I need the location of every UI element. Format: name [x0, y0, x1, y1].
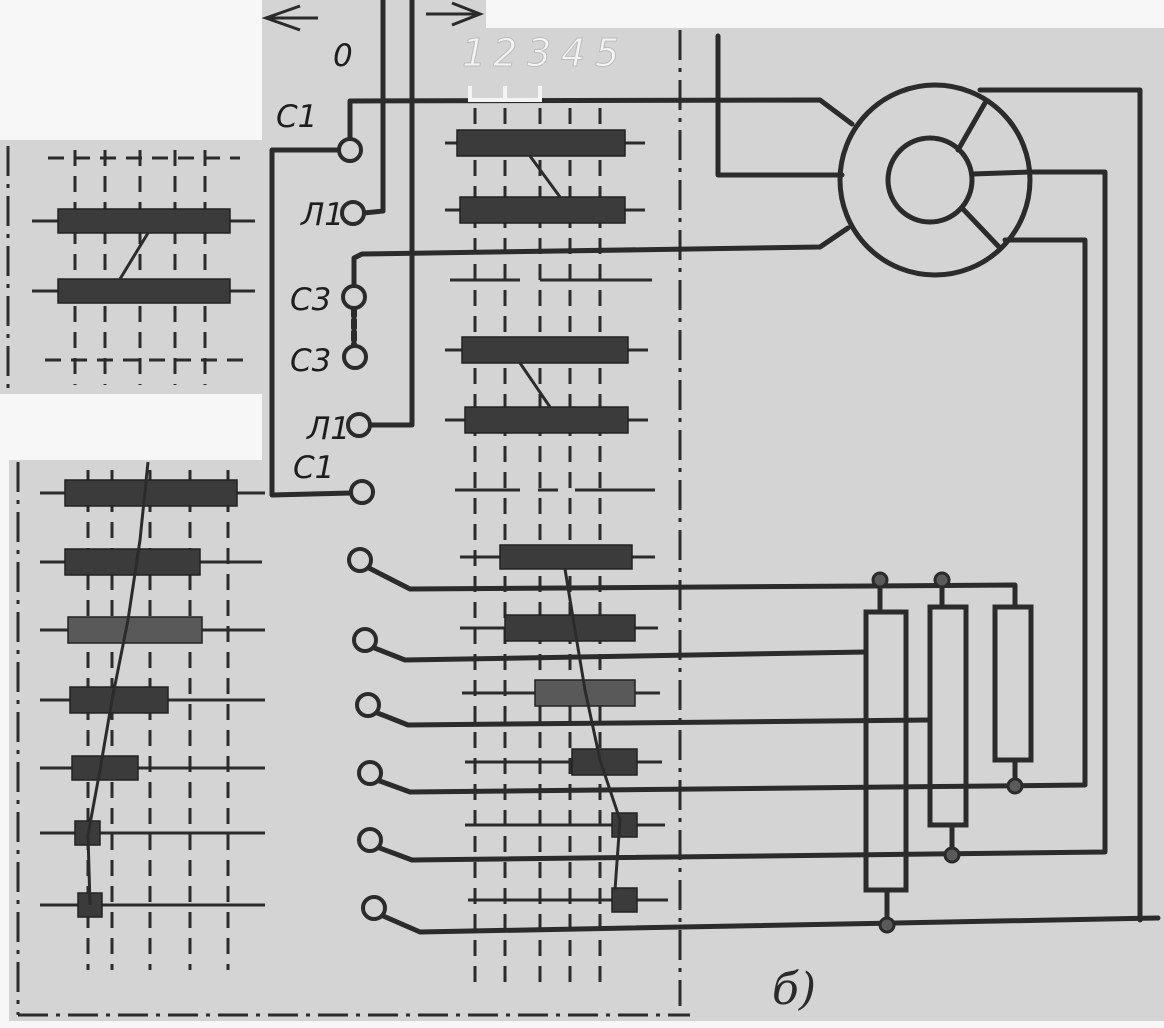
contact-segment-bar: [57, 208, 231, 234]
contact-segment-bar: [461, 336, 629, 364]
terminal-c1-top: [337, 137, 363, 163]
blank-strip-left: [0, 460, 9, 1028]
blank-strip-bottom: [0, 1021, 1164, 1028]
contact-segment-bar: [464, 406, 629, 434]
contact-segment-bar: [57, 278, 231, 304]
contact-segment-bar: [64, 548, 201, 576]
starting-resistors: [863, 571, 1034, 934]
contact-segment-bar: [611, 887, 638, 913]
label-l1-lower: Л1: [306, 411, 350, 447]
label-c1-lower: С1: [293, 450, 334, 486]
junction-node: [1006, 777, 1024, 795]
wire-terminal-8: [369, 644, 869, 663]
wire-terminal-9: [372, 709, 933, 728]
label-c3-lower: С3: [290, 343, 331, 379]
contact-segment-bar: [67, 616, 203, 644]
wire-terminal-12: [378, 912, 1161, 935]
wiring: [269, 0, 1161, 935]
label-c1-top: С1: [276, 99, 317, 135]
terminal-7: [347, 547, 373, 573]
segment-link-chain: [86, 461, 150, 906]
terminal-column: [337, 137, 387, 921]
rotor-spoke: [969, 169, 1033, 177]
junction-node: [943, 846, 961, 864]
contact-segment-bar: [459, 196, 626, 224]
terminal-8: [352, 627, 378, 653]
motor-symbol: [837, 82, 1033, 278]
terminal-l1-lower: [346, 412, 372, 438]
wire-terminal-10: [374, 237, 1088, 795]
contact-segment-bar: [611, 812, 638, 838]
terminal-c3-lower: [342, 344, 368, 370]
wire-terminal-11: [374, 169, 1108, 863]
drum-position-5: 5: [595, 31, 619, 75]
wire-supply-l1: [361, 0, 386, 216]
arrow-right-icon: [426, 1, 485, 27]
contact-segment-bar: [64, 479, 238, 507]
junction-node: [878, 916, 896, 934]
blank-strip-top: [486, 0, 1164, 28]
left-upper-drum-fragment: [6, 146, 255, 390]
motor-rotor: [885, 135, 975, 225]
wire-c1-to-motor: [347, 97, 855, 142]
contact-segment-bar: [504, 614, 636, 642]
contact-segment-bar: [69, 686, 169, 714]
terminal-12: [361, 895, 387, 921]
drum-position-2: 2: [493, 31, 517, 75]
resistor-2: [927, 604, 969, 828]
contact-segment-bar: [71, 755, 139, 781]
segment-link: [528, 155, 562, 198]
arrow-left-icon: [261, 4, 318, 32]
wire-c1-loop: [269, 147, 354, 498]
junction-node: [871, 571, 889, 589]
wire-terminal-7: [364, 564, 1018, 610]
wire-supply-l1-lower: [367, 0, 415, 428]
contact-segment-bar: [456, 129, 626, 157]
label-c3-upper: С3: [290, 282, 331, 318]
label-zero: 0: [333, 38, 353, 74]
junction-node: [933, 571, 951, 589]
terminal-11: [357, 827, 383, 853]
contact-segment-bar: [499, 544, 633, 570]
rotor-spoke: [959, 205, 1003, 251]
rotor-spoke: [955, 100, 988, 153]
terminal-l1-top: [340, 200, 366, 226]
wire-c3-to-motor: [351, 225, 851, 289]
wire-motor-left: [715, 33, 845, 178]
segment-link: [118, 232, 150, 280]
motor-stator-ring: [837, 82, 1033, 278]
segment-link: [518, 362, 552, 408]
segment-link-chain: [563, 568, 622, 891]
position-bracket: [468, 86, 542, 102]
middle-drum: 1 2 3 4 5: [445, 30, 682, 1006]
terminal-9: [355, 692, 381, 718]
drum-position-3: 3: [527, 31, 551, 75]
drum-position-4: 4: [561, 31, 585, 75]
terminal-c3-upper: [341, 284, 367, 310]
terminal-10: [357, 760, 383, 786]
figure-label: б): [772, 964, 816, 1015]
wire-motor-right-outer: [977, 87, 1143, 923]
terminal-c1-lower: [349, 479, 375, 505]
blank-patch-left-gap: [0, 394, 262, 460]
drum-position-1: 1: [462, 31, 486, 75]
left-lower-drum-fragment: [16, 461, 690, 1017]
label-l1-top: Л1: [300, 197, 344, 233]
blank-patch-top-left: [0, 0, 262, 140]
